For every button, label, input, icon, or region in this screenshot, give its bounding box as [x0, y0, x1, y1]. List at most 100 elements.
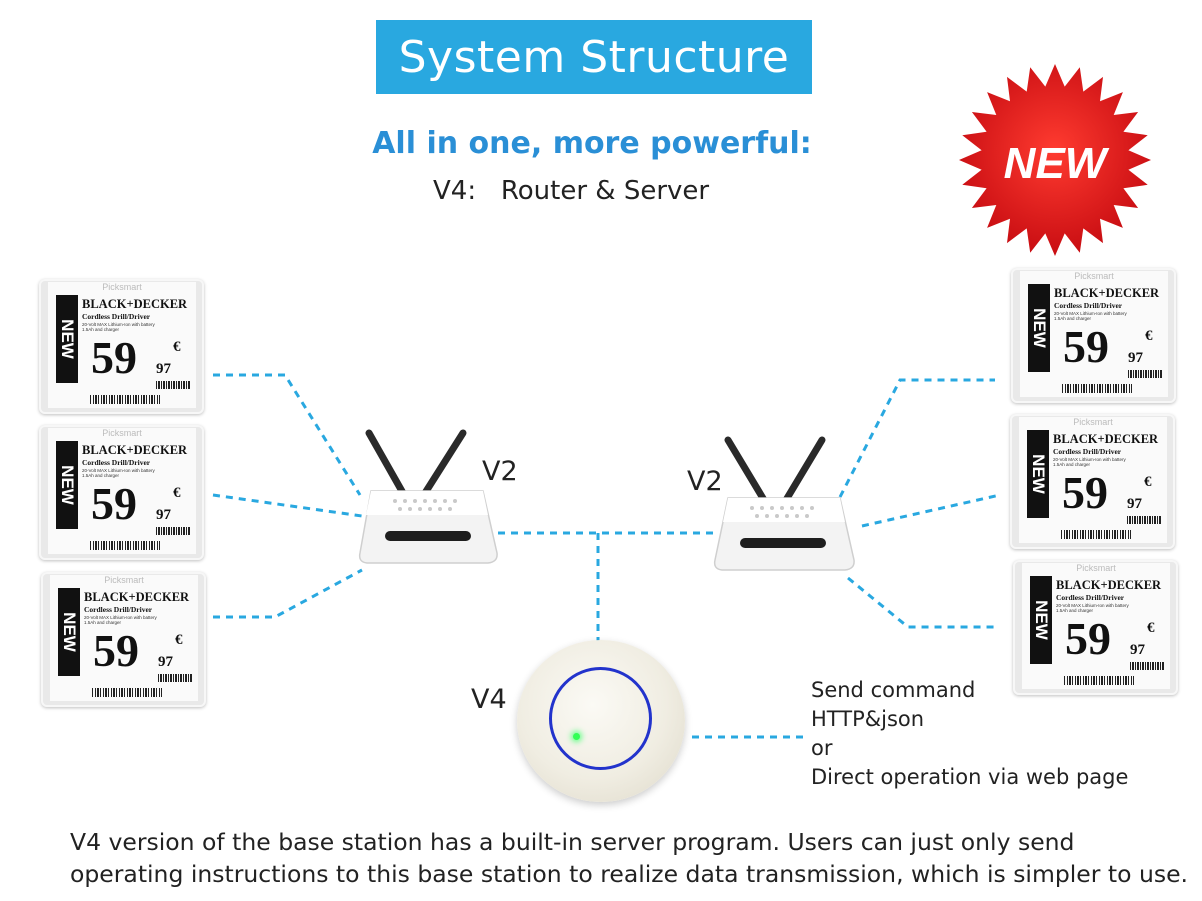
footer-line1: V4 version of the base station has a bui… [70, 828, 1075, 856]
esl-new-text: NEW [1029, 454, 1049, 494]
esl-tag-left-2: Picksmart NEW BLACK+DECKER Cordless Dril… [39, 425, 204, 560]
esl-brand: Picksmart [1074, 271, 1114, 281]
status-led-icon [573, 733, 580, 740]
esl-details: 20-Volt MAX Lithium-Ion with battery 1.5… [1053, 457, 1126, 467]
subtitle-text: All in one, more powerful: [372, 126, 812, 161]
esl-price-main: 59 [1063, 321, 1109, 372]
esl-tag-right-3: Picksmart NEW BLACK+DECKER Cordless Dril… [1013, 560, 1178, 695]
new-starburst-badge: NEW [959, 64, 1151, 256]
esl-product: BLACK+DECKER [82, 443, 188, 457]
esl-price-cents: 97 [156, 507, 171, 523]
esl-price-main: 59 [1065, 613, 1111, 664]
esl-tag-right-1: Picksmart NEW BLACK+DECKER Cordless Dril… [1011, 268, 1176, 403]
esl-details: 20-Volt MAX Lithium-Ion with battery 1.5… [84, 615, 157, 625]
esl-tag-left-3: Picksmart NEW BLACK+DECKER Cordless Dril… [41, 572, 206, 707]
base-station-v4 [517, 640, 685, 802]
esl-barcode-icon [1062, 384, 1132, 393]
esl-price-cents: 97 [1127, 496, 1142, 512]
esl-barcode-icon [92, 688, 162, 697]
esl-new-band: NEW [1027, 430, 1049, 518]
esl-description: Cordless Drill/Driver [1054, 301, 1123, 310]
esl-description: Cordless Drill/Driver [1053, 447, 1122, 456]
esl-screen: Picksmart NEW BLACK+DECKER Cordless Dril… [48, 282, 196, 408]
esl-new-band: NEW [1030, 576, 1052, 664]
esl-product: BLACK+DECKER [84, 590, 190, 604]
esl-details: 20-Volt MAX Lithium-Ion with battery 1.5… [1054, 311, 1127, 321]
esl-screen: Picksmart NEW BLACK+DECKER Cordless Dril… [1019, 417, 1167, 543]
esl-new-band: NEW [58, 588, 80, 676]
subtitle: All in one, more powerful: [0, 126, 1202, 161]
esl-tag-left-1: Picksmart NEW BLACK+DECKER Cordless Dril… [39, 279, 204, 414]
link-tag-right-3 [847, 576, 997, 629]
esl-barcode-small-icon [156, 527, 190, 535]
base-station-ring [549, 667, 652, 770]
esl-barcode-icon [90, 541, 160, 550]
link-tag-right-2 [861, 493, 1001, 528]
esl-product: BLACK+DECKER [82, 297, 188, 311]
esl-new-text: NEW [58, 465, 78, 505]
command-note-line3: or [811, 736, 833, 760]
esl-barcode-small-icon [1127, 516, 1161, 524]
esl-screen: Picksmart NEW BLACK+DECKER Cordless Dril… [1020, 271, 1168, 397]
router-left-icon [358, 429, 498, 564]
esl-currency: € [173, 485, 181, 501]
command-note-line2: HTTP&json [811, 707, 925, 731]
esl-currency: € [1147, 620, 1155, 636]
link-tag-right-1 [838, 378, 995, 498]
esl-description: Cordless Drill/Driver [1056, 593, 1125, 602]
esl-product: BLACK+DECKER [1054, 286, 1160, 300]
router-left-label: V2 [482, 456, 518, 487]
esl-barcode-icon [1064, 676, 1134, 685]
esl-product: BLACK+DECKER [1056, 578, 1162, 592]
esl-price-cents: 97 [156, 361, 171, 377]
esl-barcode-small-icon [158, 674, 192, 682]
esl-new-band: NEW [56, 295, 78, 383]
router-right-icon [713, 436, 855, 571]
esl-details: 20-Volt MAX Lithium-Ion with battery 1.5… [82, 468, 155, 478]
esl-currency: € [1144, 474, 1152, 490]
esl-barcode-icon [1061, 530, 1131, 539]
esl-new-text: NEW [60, 612, 80, 652]
esl-barcode-small-icon [1128, 370, 1162, 378]
esl-new-band: NEW [1028, 284, 1050, 372]
esl-price-cents: 97 [1130, 642, 1145, 658]
esl-brand: Picksmart [102, 428, 142, 438]
base-station-label: V4 [471, 684, 507, 715]
esl-screen: Picksmart NEW BLACK+DECKER Cordless Dril… [48, 428, 196, 554]
router-right-label: V2 [687, 466, 723, 497]
esl-barcode-icon [90, 395, 160, 404]
esl-barcode-small-icon [1130, 662, 1164, 670]
esl-currency: € [1145, 328, 1153, 344]
footer-line2: operating instructions to this base stat… [70, 860, 1189, 888]
esl-currency: € [173, 339, 181, 355]
esl-brand: Picksmart [104, 575, 144, 585]
esl-product: BLACK+DECKER [1053, 432, 1159, 446]
esl-price-main: 59 [93, 625, 139, 676]
version-line: V4: Router & Server [433, 176, 710, 206]
esl-currency: € [175, 632, 183, 648]
command-note-line1: Send command [811, 678, 976, 702]
title-banner: System Structure [376, 20, 812, 94]
esl-price-cents: 97 [1128, 350, 1143, 366]
esl-description: Cordless Drill/Driver [84, 605, 153, 614]
starburst-shape [959, 64, 1151, 256]
esl-price-cents: 97 [158, 654, 173, 670]
link-tag-left-3 [213, 568, 363, 619]
esl-price-main: 59 [91, 332, 137, 383]
esl-new-text: NEW [1030, 308, 1050, 348]
esl-details: 20-Volt MAX Lithium-Ion with battery 1.5… [82, 322, 155, 332]
esl-details: 20-Volt MAX Lithium-Ion with battery 1.5… [1056, 603, 1129, 613]
esl-new-text: NEW [1032, 600, 1052, 640]
link-tag-left-2 [212, 493, 363, 518]
command-notes: Send command HTTP&json or Direct operati… [811, 676, 1128, 792]
esl-screen: Picksmart NEW BLACK+DECKER Cordless Dril… [50, 575, 198, 701]
command-note-line4: Direct operation via web page [811, 765, 1129, 789]
page-title: System Structure [398, 31, 790, 83]
new-badge-text: NEW [1004, 139, 1110, 188]
link-tag-left-1 [213, 373, 362, 496]
esl-brand: Picksmart [1073, 417, 1113, 427]
esl-new-band: NEW [56, 441, 78, 529]
esl-price-main: 59 [91, 478, 137, 529]
esl-price-main: 59 [1062, 467, 1108, 518]
